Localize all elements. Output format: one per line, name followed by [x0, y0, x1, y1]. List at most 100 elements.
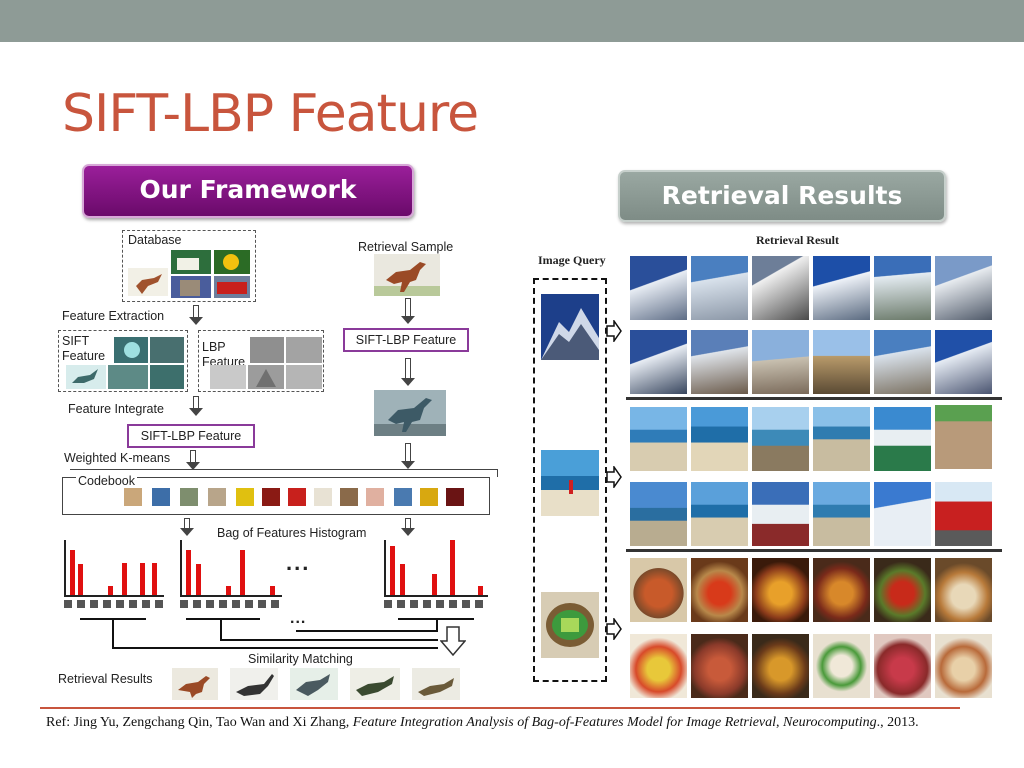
histogram-bar [186, 550, 191, 595]
result-thumb-food [691, 558, 748, 622]
result-thumb-mountain [813, 256, 870, 320]
bof-histogram-label: Bag of Features Histogram [217, 526, 367, 540]
codebook-word [288, 488, 306, 506]
result-thumb-food [935, 634, 992, 698]
codebook-label: Codebook [76, 474, 137, 488]
arrow-down-icon [401, 358, 415, 386]
framework-heading: Our Framework [82, 164, 414, 218]
matching-line [220, 618, 222, 640]
histogram-bar [226, 586, 231, 595]
codebook-word [394, 488, 412, 506]
result-thumb-mountain [630, 256, 687, 320]
result-thumb-beach [813, 482, 870, 546]
reference-journal: Neurocomputing [783, 715, 877, 730]
histogram-axis [180, 540, 182, 596]
result-thumb-mountain [691, 256, 748, 320]
reference-comma: , [345, 715, 350, 730]
sift-feature-label: SIFT Feature [62, 334, 106, 363]
result-separator [626, 549, 1002, 552]
codebook-word [340, 488, 358, 506]
result-thumb-food [813, 634, 870, 698]
codebook-word [314, 488, 332, 506]
codebook-word [124, 488, 142, 506]
similarity-arrow-icon [440, 626, 466, 656]
matching-line [112, 618, 114, 648]
result-thumb-mountain [752, 256, 809, 320]
histogram-bar [140, 563, 145, 595]
result-thumb-beach [813, 407, 870, 471]
histogram-codewords [384, 600, 488, 608]
codebook-word [208, 488, 226, 506]
matching-line [220, 639, 438, 641]
result-thumb-food [630, 558, 687, 622]
histogram-axis [384, 540, 386, 596]
result-thumb-food [935, 558, 992, 622]
histogram-codewords [180, 600, 282, 608]
sift-lbp-feature-right: SIFT-LBP Feature [343, 328, 469, 352]
sift-feature-images [66, 337, 184, 389]
query-image-mountain [541, 294, 599, 360]
reference-rule [40, 707, 960, 709]
results-heading: Retrieval Results [618, 170, 946, 222]
histogram-bar [152, 563, 157, 595]
result-thumb-mountain [935, 256, 992, 320]
matching-ellipsis: ... [290, 610, 307, 627]
result-thumb-mountain [874, 330, 931, 394]
result-thumb-beach [874, 482, 931, 546]
result-thumb-beach [630, 482, 687, 546]
codebook-word [262, 488, 280, 506]
result-separator [626, 397, 1002, 400]
result-thumb-bus [935, 482, 992, 546]
matching-line [296, 630, 438, 632]
arrow-right-icon [606, 466, 622, 488]
result-thumb-beach [752, 482, 809, 546]
database-box [122, 230, 256, 302]
arrow-down-icon [189, 305, 203, 325]
codebook-word [236, 488, 254, 506]
retrieval-results-images [172, 668, 460, 700]
result-thumb-beach [874, 407, 931, 471]
retrieval-sample-label: Retrieval Sample [358, 240, 454, 254]
histogram-ellipsis: ... [286, 550, 311, 575]
result-thumb-mountain [752, 330, 809, 394]
codebook-word [366, 488, 384, 506]
arrow-right-icon [606, 320, 622, 342]
lbp-feature-box [198, 330, 324, 392]
result-thumb-mountain [630, 330, 687, 394]
histogram-bar [390, 546, 395, 595]
sift-feature-box [58, 330, 188, 392]
histogram-bar [122, 563, 127, 595]
matching-line [436, 618, 438, 630]
sift-lbp-feature-left: SIFT-LBP Feature [127, 424, 255, 448]
histogram-bar [196, 564, 201, 595]
histogram-axis [64, 540, 66, 596]
result-thumb-beach [691, 482, 748, 546]
histogram-axis [180, 595, 282, 597]
arrow-down-icon [401, 298, 415, 324]
histogram-bar [108, 586, 113, 595]
codebook-word [152, 488, 170, 506]
codebook-word [180, 488, 198, 506]
matching-line [186, 618, 260, 620]
histogram-bar [240, 550, 245, 595]
result-thumb-food [874, 558, 931, 622]
histogram-bar [478, 586, 483, 595]
histogram-codewords [64, 600, 164, 608]
result-thumb-beach [691, 407, 748, 471]
codebook-top-edge [70, 469, 498, 477]
arrow-down-icon [401, 443, 415, 469]
reference-year: ., 2013. [876, 715, 919, 730]
result-thumb-beach [752, 407, 809, 471]
slide-title: SIFT-LBP Feature [62, 84, 479, 144]
feature-extraction-label: Feature Extraction [62, 309, 165, 323]
sift-lbp-sample-image [374, 390, 446, 436]
result-thumb-food [630, 634, 687, 698]
codebook-word [446, 488, 464, 506]
result-thumb-food [752, 558, 809, 622]
result-thumb-mountain [935, 330, 992, 394]
arrow-down-icon [401, 518, 415, 536]
query-image-food [541, 592, 599, 658]
result-thumb-beach [935, 405, 992, 469]
reference-text: Ref: Jing Yu, Zengchang Qin, Tao Wan and… [46, 715, 919, 730]
